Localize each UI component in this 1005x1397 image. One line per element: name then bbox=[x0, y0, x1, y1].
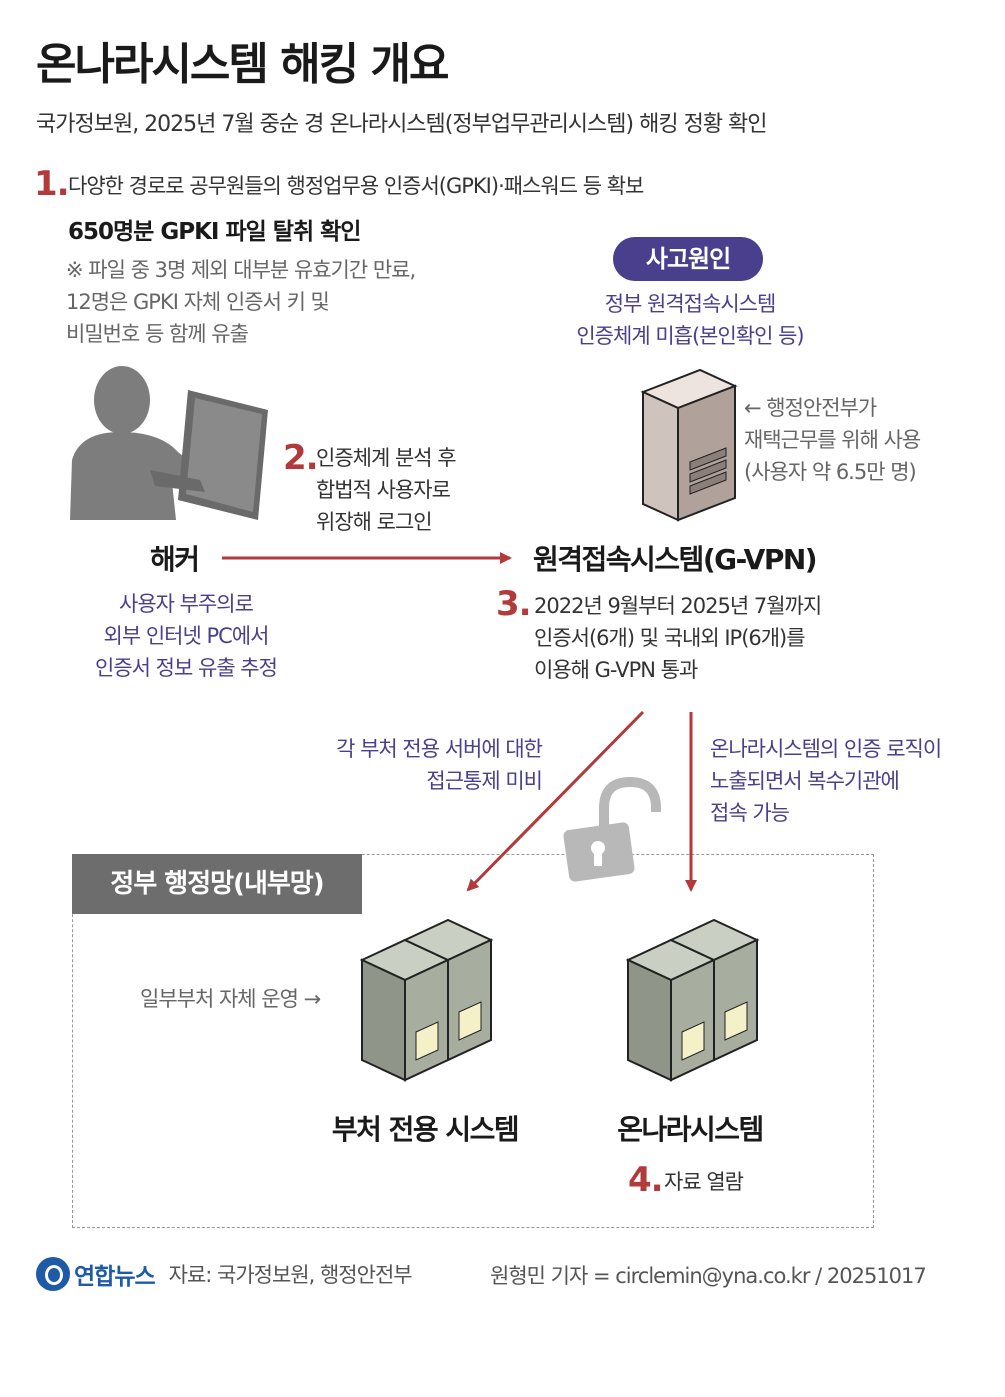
right-branch-text: 온나라시스템의 인증 로직이 노출되면서 복수기관에 접속 가능 bbox=[710, 737, 942, 825]
step4-text: 자료 열람 bbox=[664, 1170, 744, 1194]
hacker-icon bbox=[70, 366, 268, 520]
vpn-to-dept-arrow bbox=[466, 710, 645, 892]
onnara-server-icon bbox=[625, 918, 760, 1082]
internal-network-label: 정부 행정망(내부망) bbox=[72, 854, 362, 914]
step1-text: 다양한 경로로 공무원들의 행정업무용 인증서(GPKI)·패스워드 등 확보 bbox=[68, 174, 644, 198]
dept-server-icon bbox=[359, 918, 494, 1082]
unlocked-padlock-icon bbox=[563, 776, 661, 882]
hacker-label: 해커 bbox=[150, 543, 200, 576]
step2-text: 인증체계 분석 후 합법적 사용자로 위장해 로그인 bbox=[316, 446, 457, 534]
yonhap-logo-icon bbox=[36, 1257, 70, 1291]
step3-number: 3. bbox=[496, 584, 532, 624]
footer-source: 자료: 국가정보원, 행정안전부 bbox=[168, 1263, 413, 1287]
footer: 연합뉴스 자료: 국가정보원, 행정안전부 bbox=[36, 1256, 413, 1292]
cause-badge: 사고원인 bbox=[613, 237, 763, 281]
server-note: ← 행정안전부가 재택근무를 위해 사용 (사용자 약 6.5만 명) bbox=[744, 396, 921, 484]
hacker-desc: 사용자 부주의로 외부 인터넷 PC에서 인증서 정보 유출 추정 bbox=[95, 592, 278, 680]
dept-side-note: 일부부처 자체 운영 → bbox=[140, 987, 321, 1011]
step3-text: 2022년 9월부터 2025년 7월까지 인증서(6개) 및 국내외 IP(6… bbox=[534, 594, 822, 682]
footer-logo-text: 연합뉴스 bbox=[74, 1264, 156, 1290]
step1-headline: 650명분 GPKI 파일 탈취 확인 bbox=[68, 219, 361, 245]
step2-number: 2. bbox=[283, 438, 319, 478]
step4-number: 4. bbox=[628, 1160, 664, 1200]
vpn-server-icon bbox=[640, 368, 738, 522]
left-branch-text: 각 부처 전용 서버에 대한 접근통제 미비 bbox=[336, 737, 543, 793]
vpn-label: 원격접속시스템(G-VPN) bbox=[533, 543, 818, 576]
step1-note: ※ 파일 중 3명 제외 대부분 유효기간 만료, 12명은 GPKI 자체 인… bbox=[66, 258, 416, 346]
footer-credit: 원형민 기자 = circlemin@yna.co.kr / 20251017 bbox=[490, 1264, 927, 1288]
dept-system-label: 부처 전용 시스템 bbox=[331, 1113, 520, 1146]
page-subtitle: 국가정보원, 2025년 7월 중순 경 온나라시스템(정부업무관리시스템) 해… bbox=[36, 112, 768, 137]
cause-text: 정부 원격접속시스템 인증체계 미흡(본인확인 등) bbox=[576, 292, 804, 348]
internal-network-box bbox=[72, 854, 874, 1228]
step1-number: 1. bbox=[34, 164, 70, 204]
page-title: 온나라시스템 해킹 개요 bbox=[36, 39, 449, 90]
onnara-label: 온나라시스템 bbox=[617, 1113, 764, 1146]
